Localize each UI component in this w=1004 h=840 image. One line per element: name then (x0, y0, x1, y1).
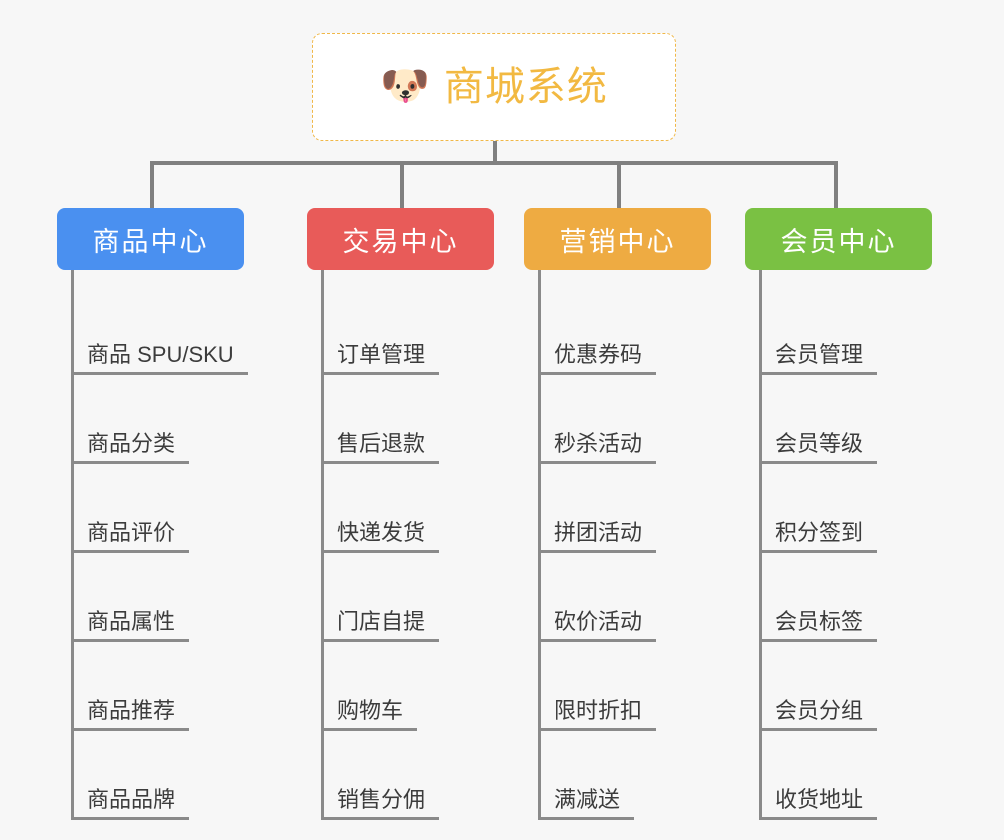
connector-drop-3 (834, 161, 838, 208)
list-item[interactable]: 会员分组 (761, 642, 935, 731)
branch-items-trade: 订单管理 售后退款 快递发货 门店自提 购物车 销售分佣 (321, 270, 497, 820)
list-item-label: 商品品牌 (87, 786, 176, 812)
branch-header-label: 交易中心 (342, 226, 459, 257)
dog-face-icon: 🐶 (380, 64, 430, 108)
list-item[interactable]: 销售分佣 (323, 731, 497, 820)
list-item-label: 商品属性 (87, 608, 176, 634)
list-item-label: 购物车 (337, 697, 404, 723)
list-item[interactable]: 会员等级 (761, 375, 935, 464)
list-item-label: 订单管理 (337, 341, 426, 367)
list-item-label: 优惠券码 (554, 341, 643, 367)
list-item-label: 商品分类 (87, 430, 176, 456)
list-item[interactable]: 商品推荐 (73, 642, 247, 731)
branch-column-member: 会员中心 会员管理 会员等级 积分签到 会员标签 会员分组 收货地址 (745, 208, 935, 820)
list-item[interactable]: 收货地址 (761, 731, 935, 820)
list-item-label: 门店自提 (337, 608, 426, 634)
branch-column-marketing: 营销中心 优惠券码 秒杀活动 拼团活动 砍价活动 限时折扣 满减送 (524, 208, 714, 820)
list-item-label: 商品 SPU/SKU (87, 341, 234, 367)
branch-header-member[interactable]: 会员中心 (745, 208, 932, 270)
list-item[interactable]: 售后退款 (323, 375, 497, 464)
list-item[interactable]: 会员标签 (761, 553, 935, 642)
connector-root-stem (493, 141, 497, 164)
branch-header-product[interactable]: 商品中心 (57, 208, 244, 270)
branch-items-marketing: 优惠券码 秒杀活动 拼团活动 砍价活动 限时折扣 满减送 (538, 270, 714, 820)
connector-drop-1 (400, 161, 404, 208)
list-item-label: 商品评价 (87, 519, 176, 545)
branch-header-label: 会员中心 (780, 226, 897, 257)
list-item[interactable]: 门店自提 (323, 553, 497, 642)
branch-header-label: 营销中心 (559, 226, 676, 257)
list-item[interactable]: 订单管理 (323, 286, 497, 375)
list-item-label: 售后退款 (337, 430, 426, 456)
branch-items-member: 会员管理 会员等级 积分签到 会员标签 会员分组 收货地址 (759, 270, 935, 820)
connector-drop-0 (150, 161, 154, 208)
branch-header-trade[interactable]: 交易中心 (307, 208, 494, 270)
list-item[interactable]: 优惠券码 (540, 286, 714, 375)
list-item[interactable]: 商品属性 (73, 553, 247, 642)
list-item[interactable]: 会员管理 (761, 286, 935, 375)
list-item-label: 限时折扣 (554, 697, 643, 723)
root-title: 商城系统 (443, 65, 608, 109)
list-item[interactable]: 商品评价 (73, 464, 247, 553)
list-item-label: 拼团活动 (554, 519, 643, 545)
branch-column-trade: 交易中心 订单管理 售后退款 快递发货 门店自提 购物车 销售分佣 (307, 208, 497, 820)
list-item[interactable]: 拼团活动 (540, 464, 714, 553)
list-item[interactable]: 积分签到 (761, 464, 935, 553)
branch-header-marketing[interactable]: 营销中心 (524, 208, 711, 270)
list-item[interactable]: 商品 SPU/SKU (73, 286, 248, 375)
list-item[interactable]: 满减送 (540, 731, 714, 820)
list-item-label: 砍价活动 (554, 608, 643, 634)
branch-header-label: 商品中心 (92, 226, 209, 257)
list-item-label: 会员标签 (775, 608, 864, 634)
branch-items-product: 商品 SPU/SKU 商品分类 商品评价 商品属性 商品推荐 商品品牌 (71, 270, 248, 820)
list-item-label: 收货地址 (775, 786, 864, 812)
list-item-label: 会员等级 (775, 430, 864, 456)
branch-column-product: 商品中心 商品 SPU/SKU 商品分类 商品评价 商品属性 商品推荐 商品品牌 (57, 208, 248, 820)
connector-horizontal-bus (150, 161, 838, 165)
list-item-label: 会员管理 (775, 341, 864, 367)
list-item-label: 满减送 (554, 786, 621, 812)
list-item-label: 快递发货 (337, 519, 426, 545)
list-item-label: 销售分佣 (337, 786, 426, 812)
list-item[interactable]: 秒杀活动 (540, 375, 714, 464)
list-item-label: 积分签到 (775, 519, 864, 545)
root-node[interactable]: 🐶 商城系统 (312, 33, 676, 141)
list-item[interactable]: 砍价活动 (540, 553, 714, 642)
list-item[interactable]: 限时折扣 (540, 642, 714, 731)
list-item[interactable]: 商品分类 (73, 375, 247, 464)
connector-drop-2 (617, 161, 621, 208)
list-item[interactable]: 快递发货 (323, 464, 497, 553)
list-item[interactable]: 商品品牌 (73, 731, 247, 820)
list-item[interactable]: 购物车 (323, 642, 497, 731)
list-item-label: 商品推荐 (87, 697, 176, 723)
list-item-label: 会员分组 (775, 697, 864, 723)
list-item-label: 秒杀活动 (554, 430, 643, 456)
